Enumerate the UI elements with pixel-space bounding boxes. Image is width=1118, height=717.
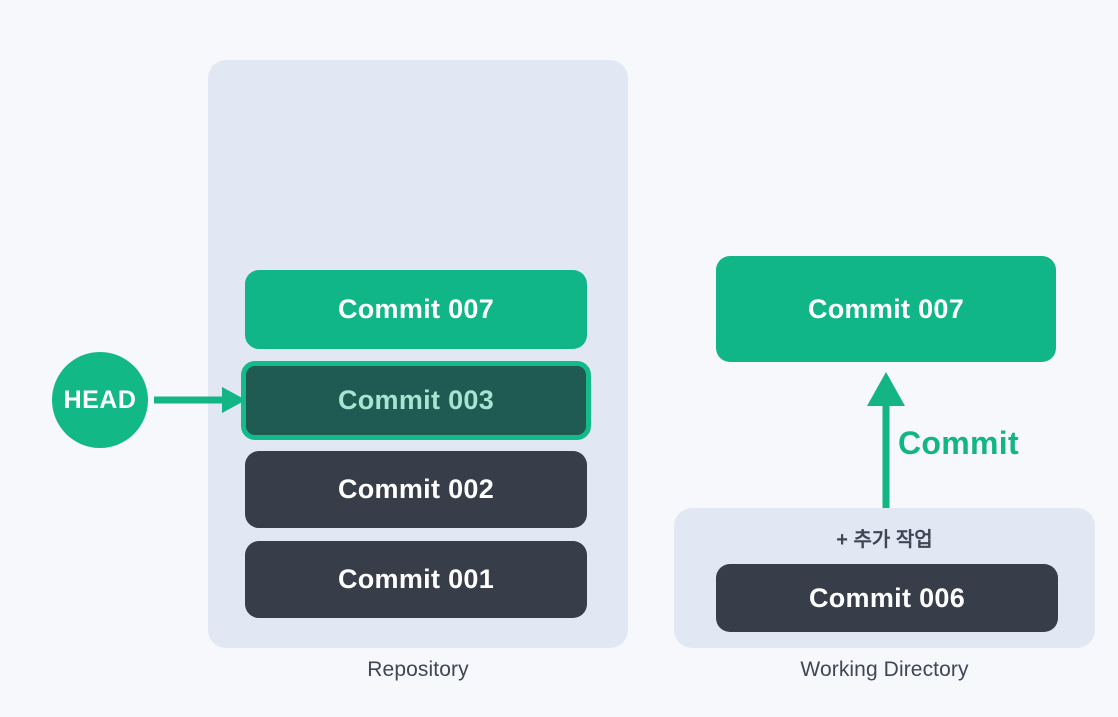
- working-directory-caption: Working Directory: [800, 658, 969, 681]
- arrow-up-icon: [867, 372, 905, 524]
- commit-box-repo-007[interactable]: Commit 007: [245, 270, 587, 349]
- extra-work-label: + 추가 작업: [836, 529, 933, 551]
- arrow-right-icon: [154, 387, 246, 413]
- commit-box-wd-006[interactable]: Commit 006: [716, 564, 1058, 632]
- commit-action-label: Commit: [898, 425, 1019, 461]
- commit-box-wd-007[interactable]: Commit 007: [716, 256, 1056, 362]
- head-marker[interactable]: HEAD: [52, 352, 148, 448]
- commit-box-repo-002[interactable]: Commit 002: [245, 451, 587, 528]
- commit-box-repo-001[interactable]: Commit 001: [245, 541, 587, 618]
- commit-box-repo-003-head[interactable]: Commit 003: [241, 361, 591, 440]
- repository-caption: Repository: [367, 658, 469, 681]
